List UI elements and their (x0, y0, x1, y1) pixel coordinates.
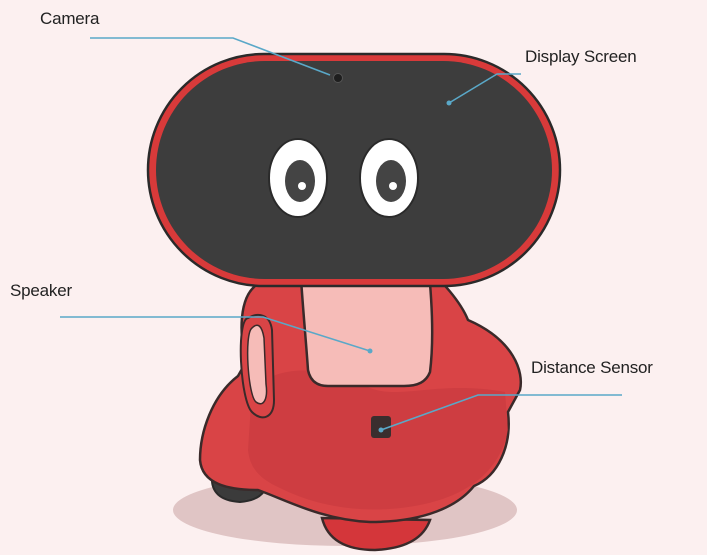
speaker-leader (60, 316, 371, 352)
display-screen-leader (448, 73, 521, 104)
display-screen-dot (446, 100, 452, 106)
body-shading (248, 370, 508, 510)
distance-sensor-leader (380, 394, 622, 431)
speaker-dot (367, 348, 373, 354)
distance-sensor-dot (378, 427, 384, 433)
camera-leader (90, 37, 331, 76)
right-eye (359, 138, 419, 218)
speaker-label: Speaker (10, 281, 72, 300)
left-eye (268, 138, 328, 218)
speaker-panel (246, 324, 268, 405)
leader-lines (60, 37, 622, 431)
display-screen (156, 61, 552, 279)
chest-panel (298, 260, 434, 388)
distance-sensor-label: Distance Sensor (531, 358, 653, 377)
leader-dots (367, 100, 452, 433)
camera-label: Camera (40, 9, 100, 28)
distance-sensor (371, 416, 391, 438)
bottom-wheel (320, 516, 432, 552)
camera-lens (333, 73, 343, 83)
display-screen-label: Display Screen (525, 47, 637, 66)
